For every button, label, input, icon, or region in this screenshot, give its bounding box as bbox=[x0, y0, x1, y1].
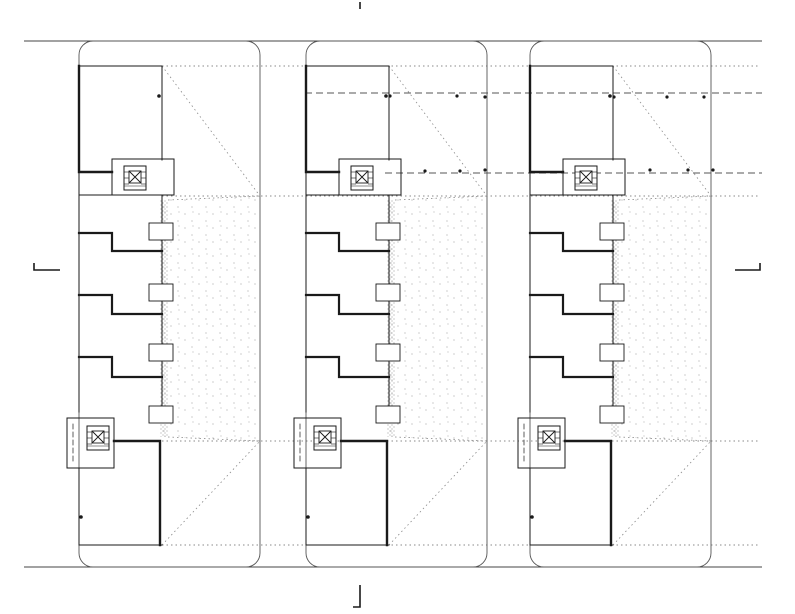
bottom-core-frame bbox=[517, 417, 566, 469]
bottom-unit-heavy-wall bbox=[339, 439, 389, 547]
unit-wall-1 bbox=[304, 231, 391, 253]
section-marker-left bbox=[33, 263, 60, 271]
unit-wall-3 bbox=[304, 355, 391, 379]
diagonal-guide bbox=[394, 195, 488, 201]
top-unit-heavy-wall bbox=[304, 64, 341, 174]
entrance-box-4 bbox=[599, 405, 625, 424]
bottom-unit-point bbox=[306, 515, 310, 519]
diagonal-guide bbox=[618, 436, 712, 442]
bottom-stair bbox=[86, 425, 110, 451]
top-unit-heavy-wall bbox=[77, 64, 114, 174]
unit-divider bbox=[529, 194, 614, 227]
unit-wall-3 bbox=[77, 355, 164, 379]
bottom-core-frame bbox=[293, 417, 342, 469]
top-core-frame bbox=[562, 158, 626, 196]
entrance-box-1 bbox=[148, 222, 174, 241]
diagonal-guide bbox=[161, 440, 261, 546]
entrance-box-4 bbox=[148, 405, 174, 424]
top-unit-point bbox=[384, 94, 388, 98]
unit-wall-3 bbox=[528, 355, 615, 379]
courtyard-area bbox=[160, 196, 260, 441]
diagonal-guide bbox=[161, 65, 261, 197]
courtyard-area bbox=[387, 196, 487, 441]
dashed-guide-lines bbox=[305, 92, 762, 174]
top-core-frame bbox=[111, 158, 175, 196]
bottom-unit-walls bbox=[78, 467, 163, 546]
housing-block-3 bbox=[517, 40, 712, 568]
top-unit-point bbox=[608, 94, 612, 98]
diagonal-guide bbox=[388, 440, 488, 546]
diagonal-guide bbox=[394, 436, 488, 442]
top-unit-walls bbox=[78, 65, 163, 161]
unit-wall-2 bbox=[528, 293, 615, 316]
bottom-unit-point bbox=[79, 515, 83, 519]
diagonal-guide bbox=[612, 65, 712, 197]
diagonal-guide bbox=[167, 436, 261, 442]
housing-block-2 bbox=[293, 40, 488, 568]
top-core-frame bbox=[338, 158, 402, 196]
top-stair bbox=[123, 165, 147, 191]
guide-points bbox=[388, 94, 715, 173]
entrance-box-3 bbox=[148, 343, 174, 362]
entrance-box-1 bbox=[599, 222, 625, 241]
diagonal-guide bbox=[612, 440, 712, 546]
courtyard-edge-shading bbox=[611, 200, 619, 437]
entrance-box-2 bbox=[148, 283, 174, 302]
entrance-box-2 bbox=[599, 283, 625, 302]
bottom-unit-point bbox=[530, 515, 534, 519]
top-unit-walls bbox=[529, 65, 614, 161]
unit-divider bbox=[305, 194, 390, 227]
courtyard-edge-shading bbox=[160, 200, 168, 437]
housing-block-1 bbox=[66, 40, 261, 568]
unit-wall-1 bbox=[77, 231, 164, 253]
section-marker-right bbox=[735, 263, 761, 271]
section-markers bbox=[33, 2, 761, 608]
dotted-site-lines bbox=[162, 65, 760, 546]
diagonal-guide bbox=[618, 195, 712, 201]
entrance-box-1 bbox=[375, 222, 401, 241]
bottom-unit-heavy-wall bbox=[112, 439, 162, 547]
bottom-unit-walls bbox=[305, 467, 390, 546]
diagonal-guide bbox=[388, 65, 488, 197]
top-unit-walls bbox=[305, 65, 390, 161]
entrance-box-4 bbox=[375, 405, 401, 424]
top-stair bbox=[574, 165, 598, 191]
unit-wall-1 bbox=[528, 231, 615, 253]
entrance-box-2 bbox=[375, 283, 401, 302]
bottom-stair bbox=[313, 425, 337, 451]
unit-divider bbox=[78, 194, 163, 227]
courtyard-edge-shading bbox=[387, 200, 395, 437]
top-stair bbox=[350, 165, 374, 191]
bottom-unit-heavy-wall bbox=[563, 439, 613, 547]
unit-wall-2 bbox=[77, 293, 164, 316]
housing-blocks bbox=[66, 40, 712, 568]
unit-wall-2 bbox=[304, 293, 391, 316]
bottom-core-frame bbox=[66, 417, 115, 469]
bottom-unit-walls bbox=[529, 467, 614, 546]
top-unit-heavy-wall bbox=[528, 64, 565, 174]
top-unit-point bbox=[157, 94, 161, 98]
courtyard-area bbox=[611, 196, 711, 441]
entrance-box-3 bbox=[375, 343, 401, 362]
bottom-stair bbox=[537, 425, 561, 451]
entrance-box-3 bbox=[599, 343, 625, 362]
diagonal-guide bbox=[167, 195, 261, 201]
section-marker-bottom bbox=[353, 585, 361, 608]
